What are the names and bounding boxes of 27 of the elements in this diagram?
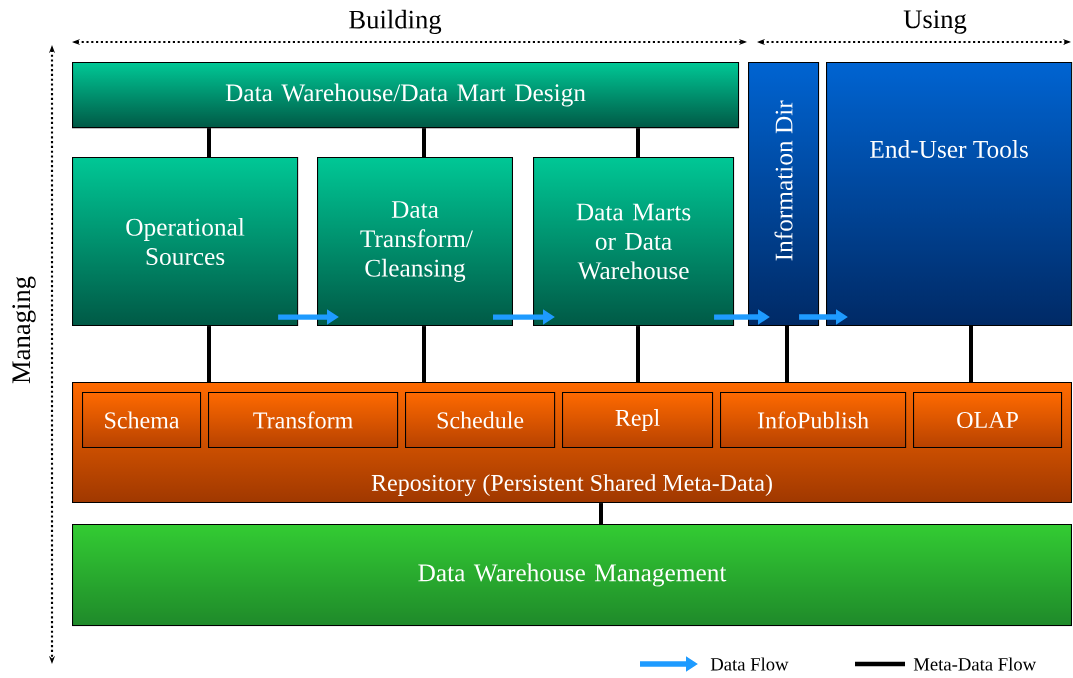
axis-label: Building [349, 9, 442, 35]
connector-line [785, 326, 789, 382]
process-box: Data Warehouse/Data Mart Design [72, 62, 740, 129]
process-box: Data Transform/ Cleansing [317, 157, 513, 327]
module-box: OLAP [913, 392, 1063, 448]
connector-line [636, 326, 640, 382]
legend-label: Data Flow [710, 657, 789, 671]
module-box: InfoPublish [720, 392, 907, 448]
axis-label: Using [903, 10, 967, 34]
process-box: Operational Sources [72, 157, 299, 327]
legend-label: Meta-Data Flow [913, 657, 1037, 671]
management-bar: Data Warehouse Management [72, 524, 1072, 627]
axis-label: Managing [12, 276, 36, 384]
module-box: Transform [208, 392, 399, 448]
connector-line [207, 128, 211, 157]
tool-box: End-User Tools [826, 62, 1073, 326]
connector-line [207, 326, 211, 382]
connector-line [422, 326, 426, 382]
connector-line [599, 503, 603, 524]
connector-line [422, 128, 426, 157]
module-box: Schedule [405, 392, 556, 448]
tool-box: Information Dir [748, 62, 820, 326]
connector-line [969, 326, 973, 382]
module-box: Repl [562, 392, 714, 448]
process-box: Data Marts or Data Warehouse [533, 157, 735, 327]
connector-line [636, 128, 640, 157]
module-box: Schema [82, 392, 202, 448]
